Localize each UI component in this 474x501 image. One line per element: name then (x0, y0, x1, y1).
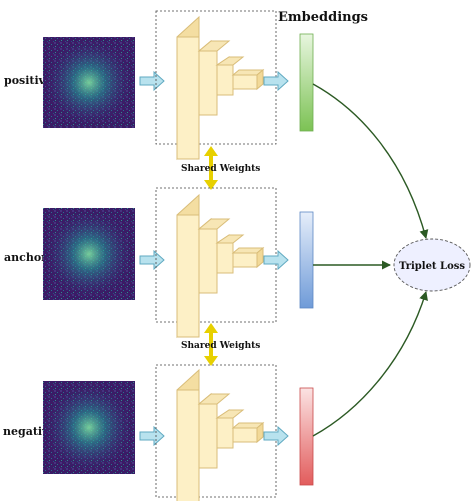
triplet-loss-node: Triplet Loss (393, 238, 471, 292)
negative-embedding (299, 387, 314, 486)
shared-weights-2: Shared Weights (181, 323, 260, 366)
anchor-embedding (299, 211, 314, 309)
anchor-row: anchor (4, 187, 314, 338)
anchor-label: anchor (4, 251, 47, 264)
anchor-cnn-frame (155, 187, 277, 323)
anchor-input-arrow (139, 250, 165, 270)
anchor-image (43, 208, 135, 300)
shared-weights-label-1: Shared Weights (181, 164, 260, 174)
shared-weights-label-2: Shared Weights (181, 341, 260, 351)
negative-cnn-frame (155, 364, 277, 498)
negative-image (43, 381, 135, 474)
positive-image (43, 37, 135, 128)
embeddings-label: Embeddings (278, 10, 368, 25)
positive-input-arrow (139, 71, 165, 91)
negative-to-loss-connector (312, 291, 428, 437)
triplet-loss-label: Triplet Loss (399, 261, 465, 272)
anchor-cnn (176, 194, 264, 338)
positive-embedding (299, 33, 314, 132)
positive-cnn-frame (155, 10, 277, 145)
negative-cnn (176, 369, 264, 501)
positive-label: positive (4, 74, 52, 87)
negative-row: negative (3, 364, 314, 501)
shared-weights-1: Shared Weights (181, 146, 260, 190)
positive-row: positive (4, 10, 314, 160)
positive-cnn (176, 16, 264, 160)
negative-label: negative (3, 425, 55, 438)
positive-to-loss-connector (312, 83, 429, 239)
negative-input-arrow (139, 426, 165, 446)
